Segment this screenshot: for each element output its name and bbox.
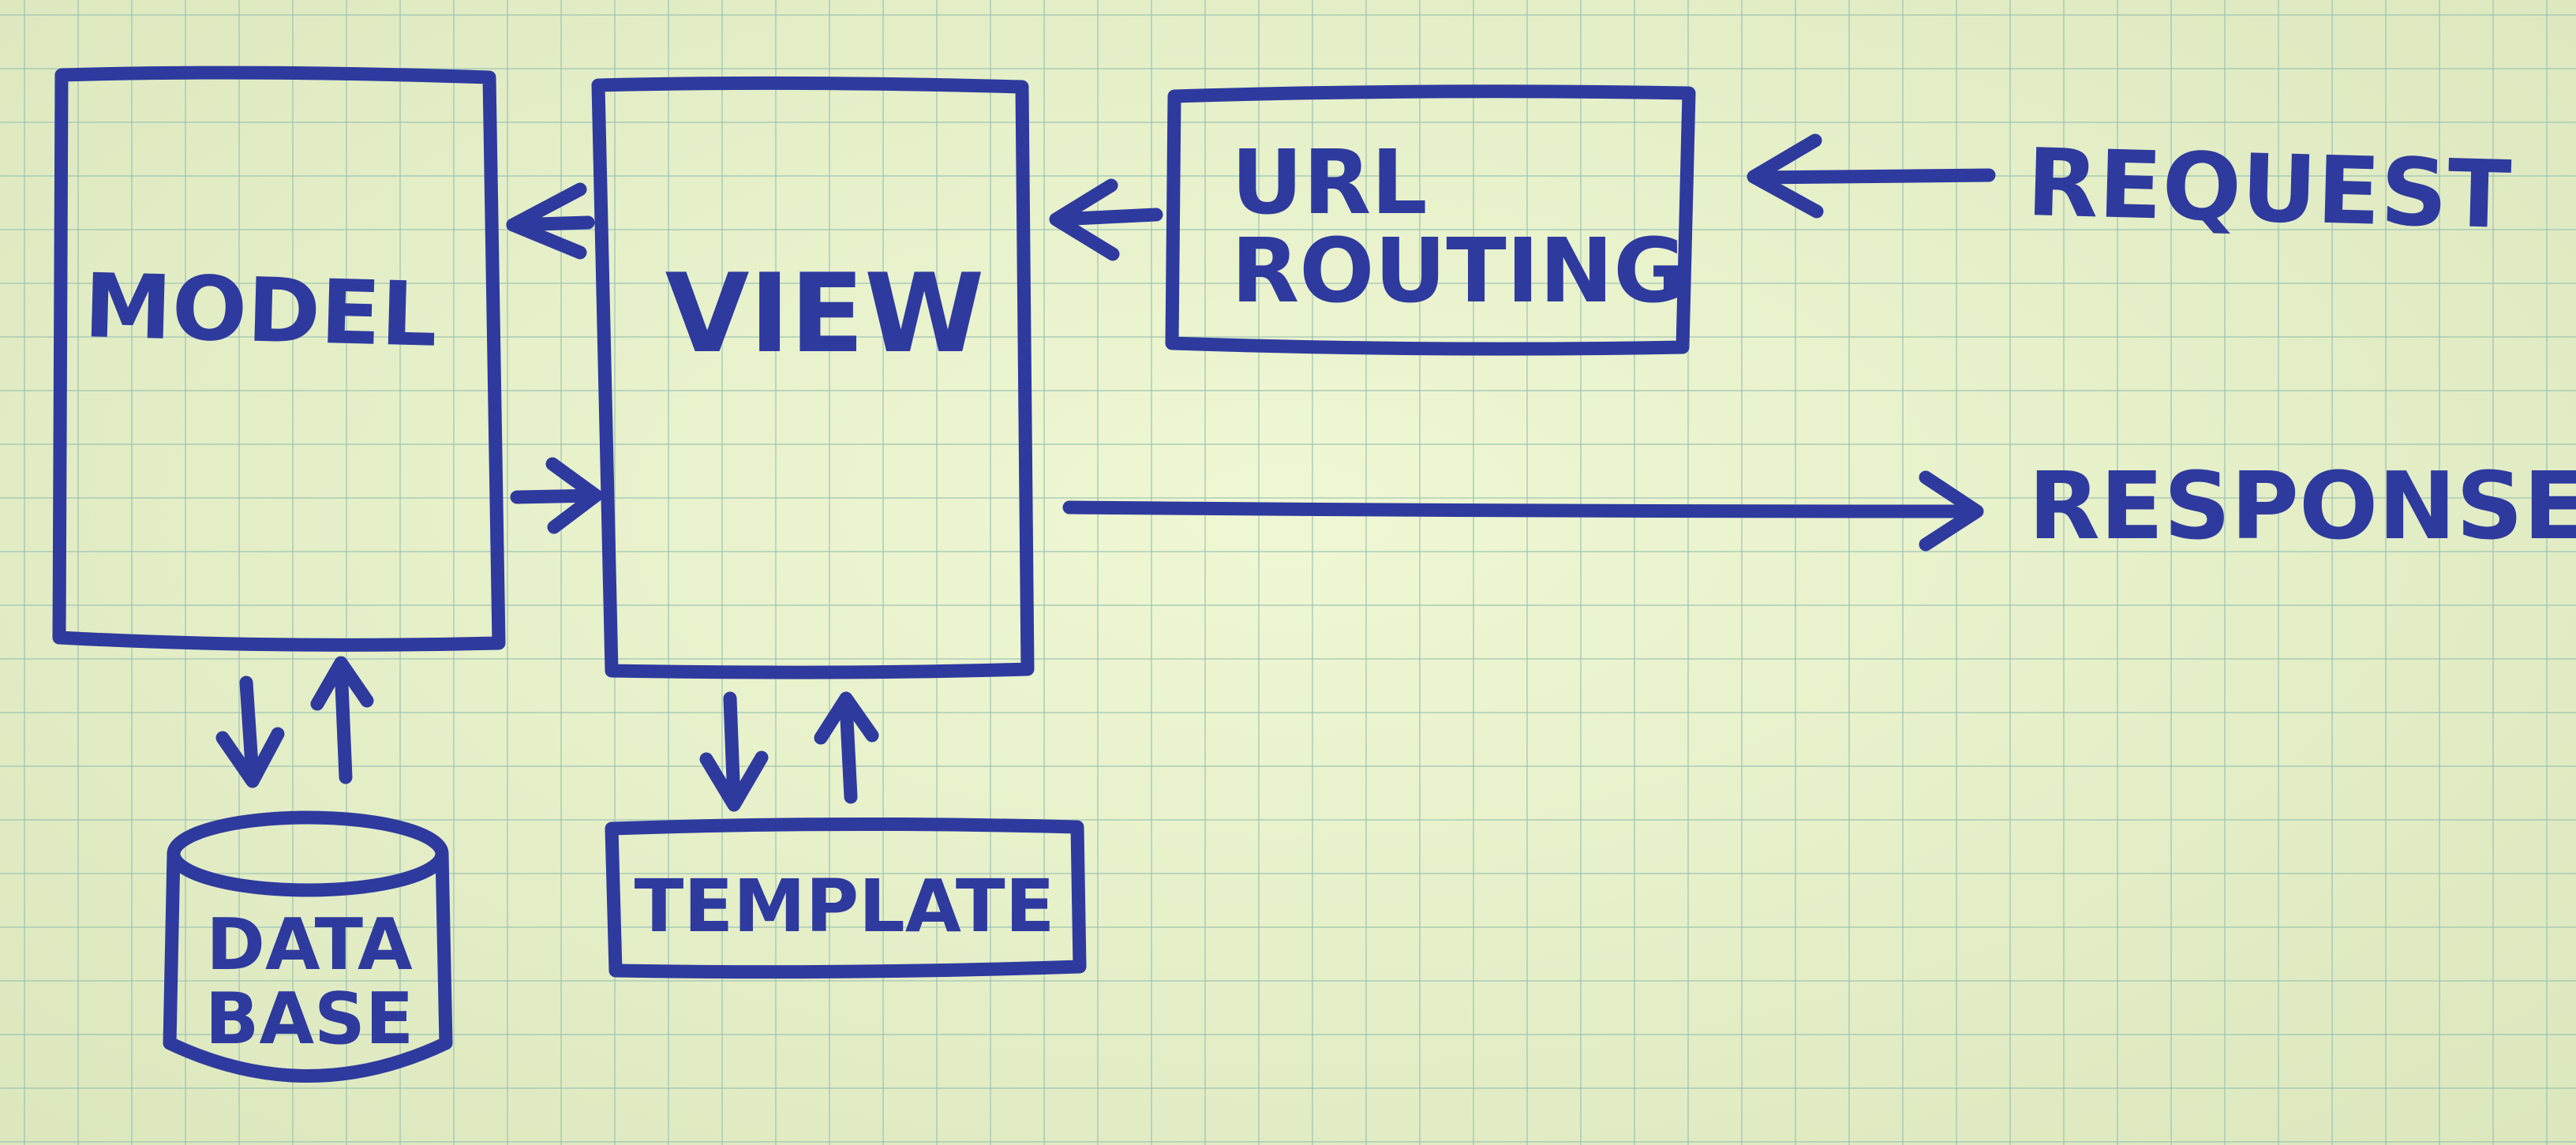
view-label: VIEW (665, 250, 985, 377)
arrow-request-to-routing (1747, 133, 1996, 219)
database-node: DATA BASE (163, 810, 453, 1083)
arrow-view-to-response (1062, 470, 1984, 552)
url-routing-box (1165, 84, 1696, 356)
arrow-template-to-view (814, 691, 879, 804)
request-label: REQUEST (2025, 128, 2512, 249)
model-label: MODEL (83, 255, 439, 367)
database-top (167, 810, 449, 897)
url-routing-label-line2: ROUTING (1231, 220, 1686, 323)
arrow-model-to-view (510, 457, 603, 534)
database-body (163, 847, 453, 1083)
database-label-line2: BASE (205, 978, 414, 1061)
view-node: VIEW (591, 76, 1035, 679)
database-label-line1: DATA (206, 904, 413, 986)
response-label: RESPONSE (2028, 451, 2576, 560)
arrow-routing-to-view (1049, 178, 1163, 261)
arrow-model-to-database (215, 675, 285, 788)
template-label: TEMPLATE (635, 864, 1055, 949)
url-routing-node: URL ROUTING (1165, 84, 1696, 356)
arrow-view-to-model (506, 182, 595, 260)
model-node: MODEL (52, 65, 506, 652)
template-node: TEMPLATE (605, 817, 1087, 979)
arrow-view-to-template (699, 691, 769, 812)
model-box (52, 65, 506, 652)
url-routing-label-line1: URL (1231, 132, 1428, 234)
view-box (591, 76, 1035, 679)
arrow-database-to-model (310, 656, 374, 784)
template-box (605, 817, 1087, 979)
